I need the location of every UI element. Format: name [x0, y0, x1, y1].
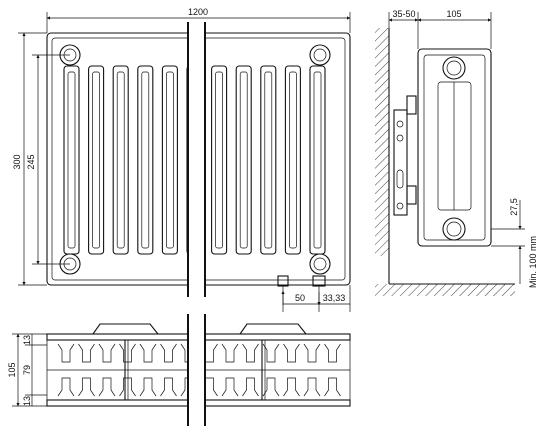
- wall-distance-dimension: 35-50: [392, 9, 415, 19]
- height-dimension: 300: [12, 154, 22, 169]
- radiator-side-outline: [417, 48, 492, 247]
- side-view: 35-50 105 27,5 Min. 100 mm: [375, 9, 538, 296]
- floor: [375, 284, 515, 296]
- bracket-offset-dimension: 27,5: [509, 198, 519, 216]
- width-dimension: 1200: [188, 7, 208, 17]
- wall: [375, 28, 389, 256]
- corner-fittings: [59, 44, 331, 275]
- floor-clearance-dimension: Min. 100 mm: [528, 236, 538, 288]
- front-fins: [63, 65, 326, 255]
- pipe-spacing-dimension: 33,33: [323, 293, 346, 303]
- side-depth-dimension: 105: [446, 9, 461, 19]
- front-view: 1200 300 245 50 33,33: [12, 7, 351, 312]
- top-margin-dimension: 13: [22, 335, 32, 345]
- center-distance-dimension: 245: [26, 154, 36, 169]
- inner-dimension: 79: [22, 365, 32, 375]
- break-band: [188, 22, 205, 297]
- top-header-pipe: [442, 56, 466, 80]
- bottom-header-pipe: [442, 217, 466, 241]
- pipe-offset-dimension: 50: [295, 293, 305, 303]
- top-depth-dimension: 105: [7, 362, 17, 377]
- bottom-margin-dimension: 13: [22, 396, 32, 406]
- wall-bracket: [393, 109, 408, 216]
- top-view: 105 79 13 13: [7, 314, 351, 426]
